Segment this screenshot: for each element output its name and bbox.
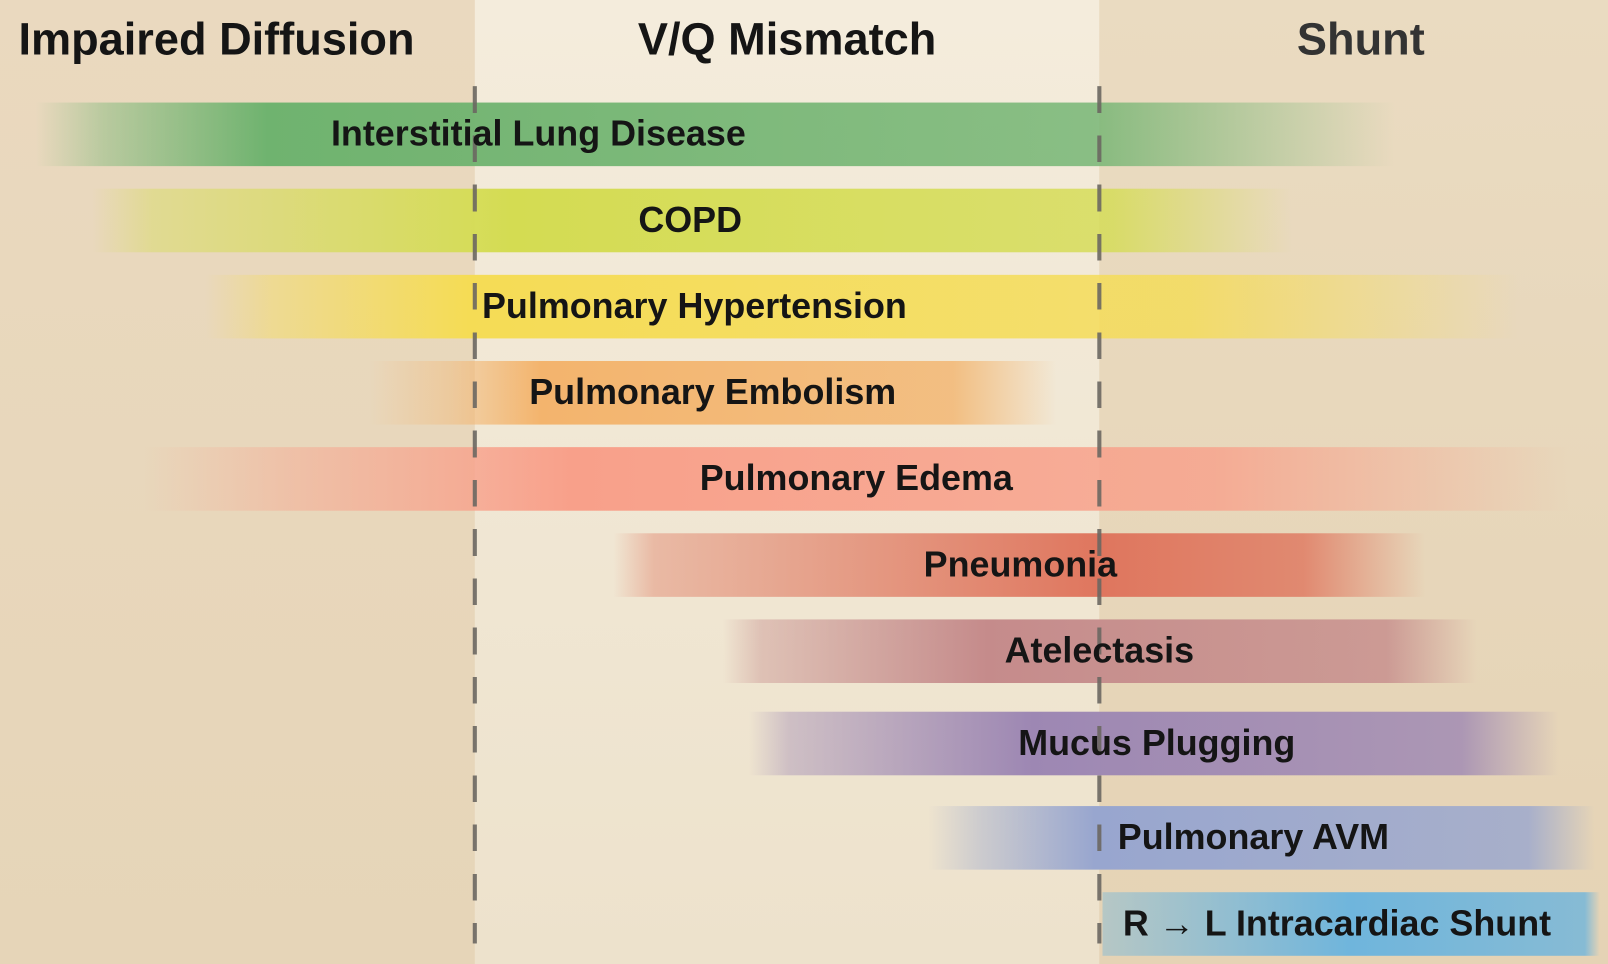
header-impaired-diffusion: Impaired Diffusion	[18, 14, 415, 65]
condition-bar: Pulmonary Edema	[143, 447, 1570, 511]
divider-right	[1097, 86, 1102, 944]
condition-bar: COPD	[92, 188, 1293, 253]
condition-label: Atelectasis	[1004, 630, 1195, 671]
divider-left	[472, 86, 477, 944]
condition-bar: R → L Intracardiac Shunt	[1102, 892, 1600, 956]
condition-label: Mucus Plugging	[1018, 722, 1296, 763]
header-vq-mismatch: V/Q Mismatch	[637, 14, 937, 65]
header-shunt: Shunt	[1296, 14, 1425, 65]
condition-label: Pulmonary AVM	[1117, 817, 1390, 858]
condition-bar: Mucus Plugging	[748, 711, 1559, 776]
condition-label: Pneumonia	[923, 544, 1118, 585]
condition-label: Pulmonary Edema	[699, 458, 1013, 499]
condition-bar: Pulmonary AVM	[928, 806, 1595, 870]
condition-label: R → L Intracardiac Shunt	[1122, 903, 1552, 944]
condition-bar: Interstitial Lung Disease	[35, 102, 1395, 167]
condition-bar: Pulmonary Hypertension	[205, 274, 1518, 339]
condition-bar: Atelectasis	[722, 619, 1477, 684]
condition-label: COPD	[638, 199, 743, 240]
condition-label: Pulmonary Hypertension	[481, 286, 907, 327]
condition-label: Interstitial Lung Disease	[330, 113, 746, 154]
condition-bar: Pulmonary Embolism	[369, 360, 1057, 425]
condition-label: Pulmonary Embolism	[529, 372, 897, 413]
condition-bar: Pneumonia	[613, 533, 1426, 597]
